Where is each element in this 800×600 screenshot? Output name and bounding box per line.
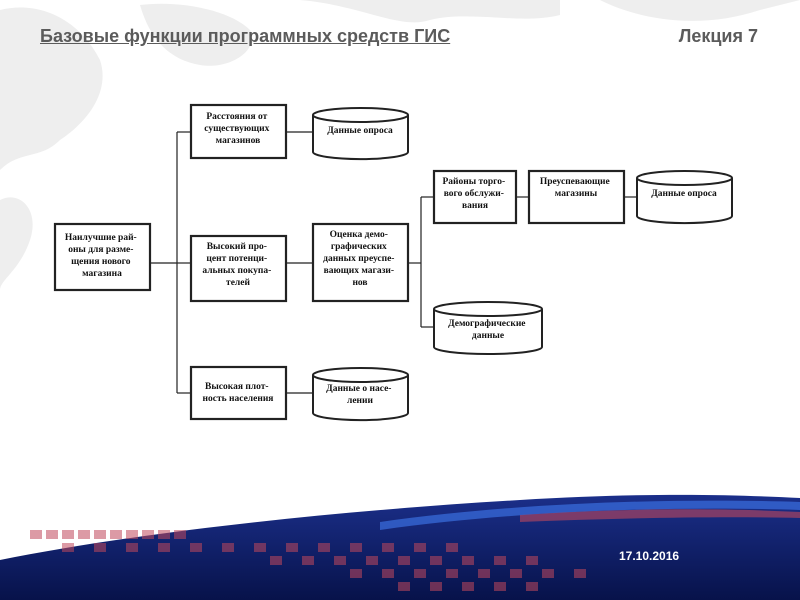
slide-title: Базовые функции программных средств ГИС xyxy=(40,26,451,46)
connector-lines xyxy=(150,131,637,394)
cylinder-demographic-data-line-1: Демографические xyxy=(448,318,525,329)
box-high-percent-line-3: альных покупа- xyxy=(202,266,271,276)
box-high-percent-line-1: Высокий про- xyxy=(207,241,267,252)
cylinder-population-data-line-1: Данные о насе- xyxy=(326,384,391,394)
box-distance-line-3: магазинов xyxy=(216,136,261,146)
box-prosperous-line-2: магазины xyxy=(555,189,598,199)
box-eval-line-5: нов xyxy=(352,278,367,288)
svg-text:Демографические данные: Демографические данные xyxy=(448,318,528,341)
box-high-percent: Высокий про- цент потенци- альных покупа… xyxy=(189,234,288,303)
svg-text:Высокий про- цент потенц: Высокий про- цент потенци- альных покупа… xyxy=(202,241,273,288)
svg-text:Оценка демо- графических: Оценка демо- графических данных преуспе-… xyxy=(323,230,397,288)
box-best-areas-line-3: щения нового xyxy=(71,257,131,267)
cylinder-survey-data-2: Данные опроса xyxy=(636,170,733,225)
svg-text:Районы торго- вого обслу: Районы торго- вого обслужи- вания xyxy=(443,176,508,211)
box-eval-line-3: данных преуспе- xyxy=(323,254,394,264)
svg-text:Данные опроса: Данные опроса xyxy=(327,126,393,136)
box-high-percent-line-4: телей xyxy=(226,277,250,288)
cylinder-population-data-line-2: лении xyxy=(347,396,373,406)
box-density-line-1: Высокая плот- xyxy=(205,382,269,392)
box-distance-line-2: существующих xyxy=(204,124,269,134)
box-high-percent-line-2: цент потенци- xyxy=(206,254,267,264)
svg-text:Данные опроса: Данные опроса xyxy=(651,189,717,199)
svg-text:Данные о насе- лении: Данные о насе- лении xyxy=(326,384,394,406)
cylinder-survey-data-1: Данные опроса xyxy=(312,107,409,161)
box-distance-line-1: Расстояния от xyxy=(206,112,267,122)
box-density-line-2: ность населения xyxy=(203,394,274,404)
box-eval-line-1: Оценка демо- xyxy=(330,230,388,240)
box-demographic-evaluation: Оценка демо- графических данных преуспе-… xyxy=(311,222,410,303)
box-trade-areas-line-1: Районы торго- xyxy=(443,176,506,187)
box-eval-line-4: вающих магази- xyxy=(324,266,394,276)
cylinder-demographic-data-line-2: данные xyxy=(472,331,504,341)
box-trade-areas-line-3: вания xyxy=(462,201,488,211)
lecture-label: Лекция 7 xyxy=(678,26,758,46)
box-prosperous-line-1: Преуспевающие xyxy=(540,177,610,187)
pixel-grid-pattern xyxy=(30,530,586,591)
box-eval-line-2: графических xyxy=(331,241,387,252)
box-trade-areas: Районы торго- вого обслужи- вания xyxy=(432,169,518,225)
svg-text:Расстояния от существующ: Расстояния от существующих магазинов xyxy=(204,112,272,146)
world-map-background xyxy=(0,0,800,290)
svg-text:Наилучшие рай- оны для р: Наилучшие рай- оны для разме- щения ново… xyxy=(65,232,139,279)
box-prosperous-stores: Преуспевающие магазины xyxy=(527,169,626,225)
svg-text:Преуспевающие магазины: Преуспевающие магазины xyxy=(540,177,612,199)
box-distance: Расстояния от существующих магазинов xyxy=(189,103,288,160)
slide-date: 17.10.2016 xyxy=(619,549,680,563)
box-best-areas-line-2: оны для разме- xyxy=(68,245,133,255)
box-trade-areas-line-2: вого обслужи- xyxy=(444,188,504,199)
footer-decoration xyxy=(0,494,800,600)
svg-text:Высокая плот- ность насе: Высокая плот- ность населения xyxy=(203,382,274,404)
box-best-areas-line-4: магазина xyxy=(82,269,122,279)
cylinder-survey-data-1-label: Данные опроса xyxy=(327,126,393,136)
box-best-areas: Наилучшие рай- оны для разме- щения ново… xyxy=(53,222,152,292)
cylinder-survey-data-2-label: Данные опроса xyxy=(651,189,717,199)
box-density: Высокая плот- ность населения xyxy=(189,365,288,421)
cylinder-population-data: Данные о насе- лении xyxy=(312,367,409,422)
box-best-areas-line-1: Наилучшие рай- xyxy=(65,232,137,243)
cylinder-demographic-data: Демографические данные xyxy=(433,301,543,355)
